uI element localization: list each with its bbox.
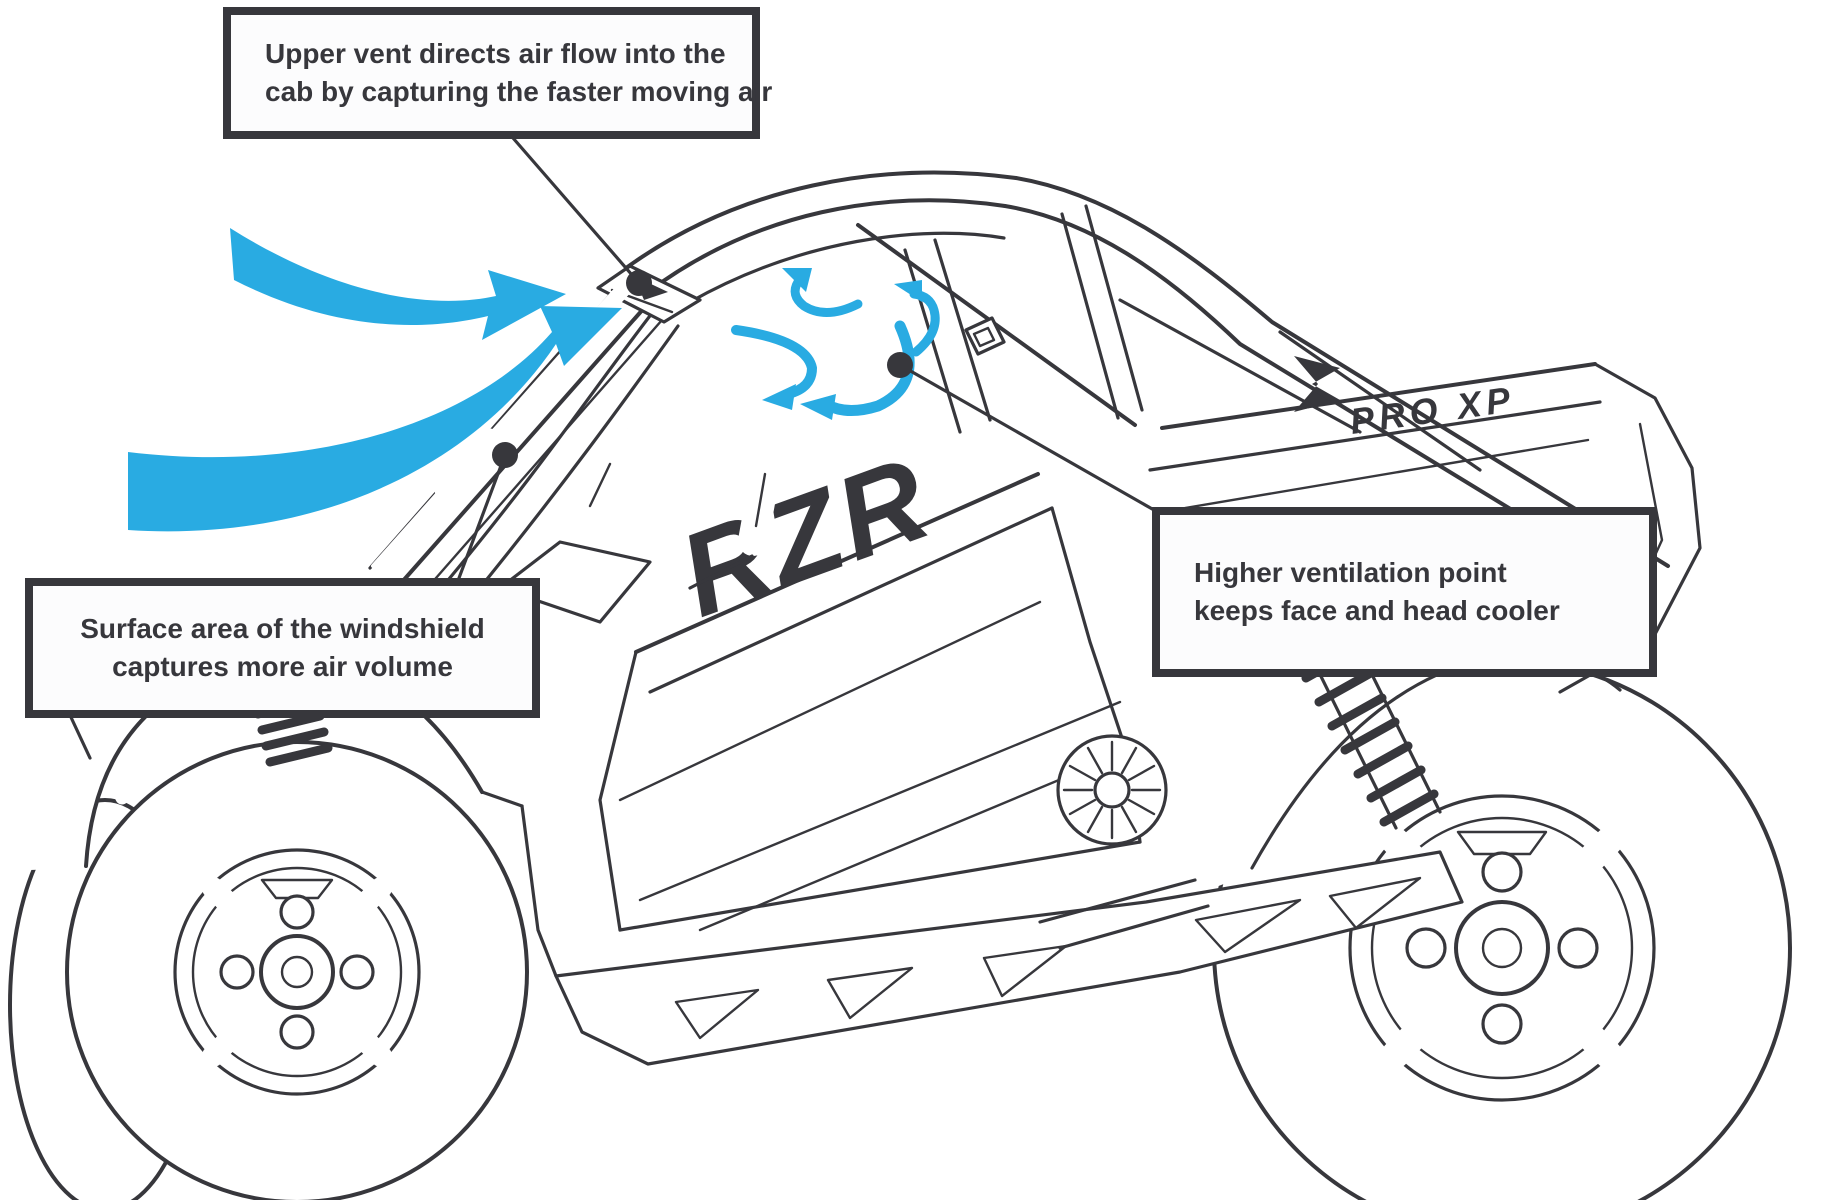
rear-linkage [1038,878,1210,950]
leader-dot-surface-area [492,442,518,468]
callout-text-line: Surface area of the windshield [80,613,485,645]
leader-line-upper-vent [511,136,641,285]
door-logo-text: RZR [664,431,948,642]
external-airflow-arrow-upper [230,228,566,340]
lug [279,894,315,930]
clutch-housing [1056,734,1168,846]
leader-dot-upper-vent [626,270,652,296]
callout-upper-vent: Upper vent directs air flow into the cab… [223,7,773,139]
lug [1405,927,1447,969]
lug [339,954,375,990]
leader-lines [457,136,1156,580]
lug [1557,927,1599,969]
leader-line-surface-area [457,453,507,580]
cab-airflow-swirls [731,268,940,420]
callout-text-line: Higher ventilation point [1194,557,1507,589]
front-hub [259,934,335,1010]
callout-text-line: keeps face and head cooler [1194,595,1560,626]
door-panel: RZR [598,431,1142,932]
cage-clip [964,316,1006,356]
callout-text-line: cab by capturing the faster moving air [265,76,773,107]
callout-text-line: captures more air volume [112,651,453,682]
airflow-arrows [128,228,940,532]
lug [279,1014,315,1050]
lug [1481,1003,1523,1045]
cab-interior [498,204,1144,624]
dash [498,540,652,624]
rear-hub [1454,900,1550,996]
callout-text-line: Upper vent directs air flow into the [265,38,726,70]
lug [1481,851,1523,893]
rocker-skid-plate [520,804,1464,1066]
callout-surface-area: Surface area of the windshield captures … [25,578,540,718]
external-airflow-arrow-lower [128,306,622,532]
callout-higher-ventilation: Higher ventilation point keeps face and … [1152,507,1657,677]
front-wheel [65,740,529,1200]
lug [219,954,255,990]
leader-dot-higher-vent [887,352,913,378]
leader-line-higher-vent [898,363,1156,512]
